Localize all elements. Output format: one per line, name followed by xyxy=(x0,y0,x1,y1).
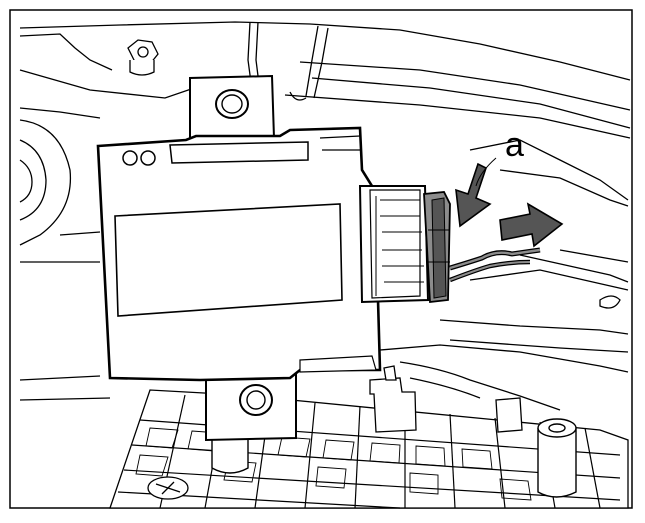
callout-leader xyxy=(475,157,497,187)
indicator-dot xyxy=(122,150,138,166)
tray-screw xyxy=(147,476,189,500)
module-label-panel xyxy=(114,203,343,317)
callout-label-a: a xyxy=(505,126,524,164)
mounting-bolt xyxy=(127,39,159,76)
indicator-dot xyxy=(140,150,156,166)
tray-post-right xyxy=(537,418,577,498)
lower-clip xyxy=(369,365,523,433)
pull-arrow xyxy=(499,202,564,248)
press-arrow xyxy=(455,162,492,228)
electrical-connector xyxy=(358,185,541,304)
control-module xyxy=(96,74,382,442)
